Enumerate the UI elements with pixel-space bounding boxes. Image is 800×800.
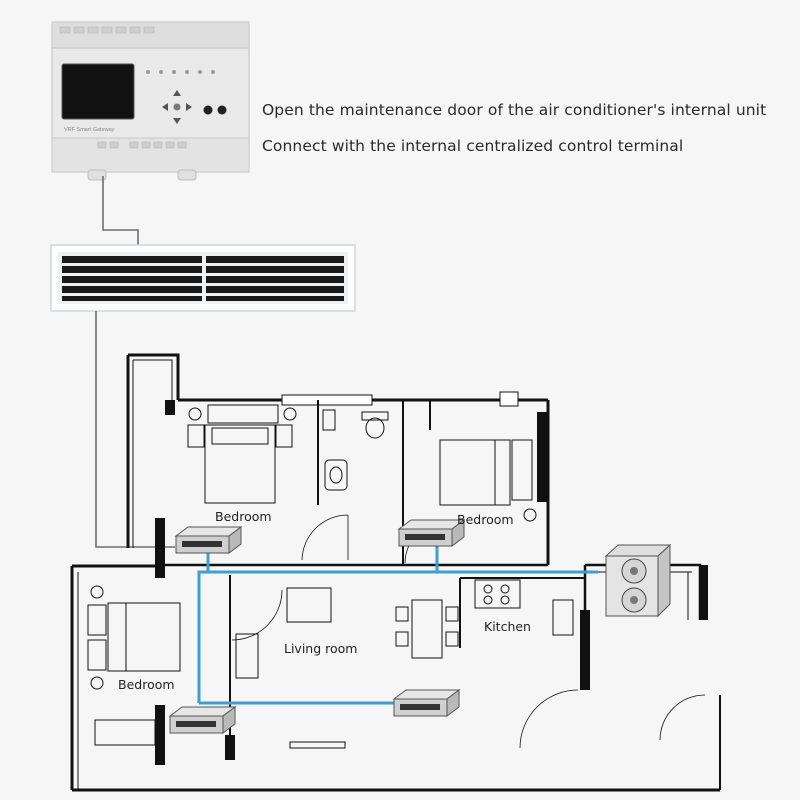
- grille-cable: [95, 311, 175, 548]
- control-wiring: [197, 545, 598, 705]
- gateway-button-2: [217, 105, 227, 115]
- gateway-button-1: [203, 105, 213, 115]
- outdoor-unit: [604, 543, 672, 618]
- indoor-unit-bedroom-left: [168, 706, 237, 734]
- vrf-smart-gateway-device: [51, 21, 250, 181]
- gateway-screen: [61, 63, 135, 120]
- indoor-unit-grille: [50, 244, 356, 312]
- gateway-dpad: [162, 90, 192, 124]
- indoor-unit-bedroom-top-right: [397, 519, 466, 547]
- floor-plan: [70, 353, 721, 792]
- room-label-bedroom-top-right: Bedroom: [457, 512, 514, 527]
- caption-connect-terminal: Connect with the internal centralized co…: [262, 137, 684, 155]
- room-label-living-room: Living room: [284, 641, 358, 656]
- room-label-kitchen: Kitchen: [484, 619, 531, 634]
- caption-maintenance-door: Open the maintenance door of the air con…: [262, 101, 767, 119]
- gateway-label: VRF Smart Gateway: [64, 127, 115, 133]
- room-label-bedroom-left: Bedroom: [118, 677, 175, 692]
- indoor-unit-living-room: [392, 689, 461, 717]
- gateway-cable: [102, 176, 139, 248]
- indoor-unit-bedroom-top-left: [174, 526, 243, 554]
- room-label-bedroom-top-left: Bedroom: [215, 509, 272, 524]
